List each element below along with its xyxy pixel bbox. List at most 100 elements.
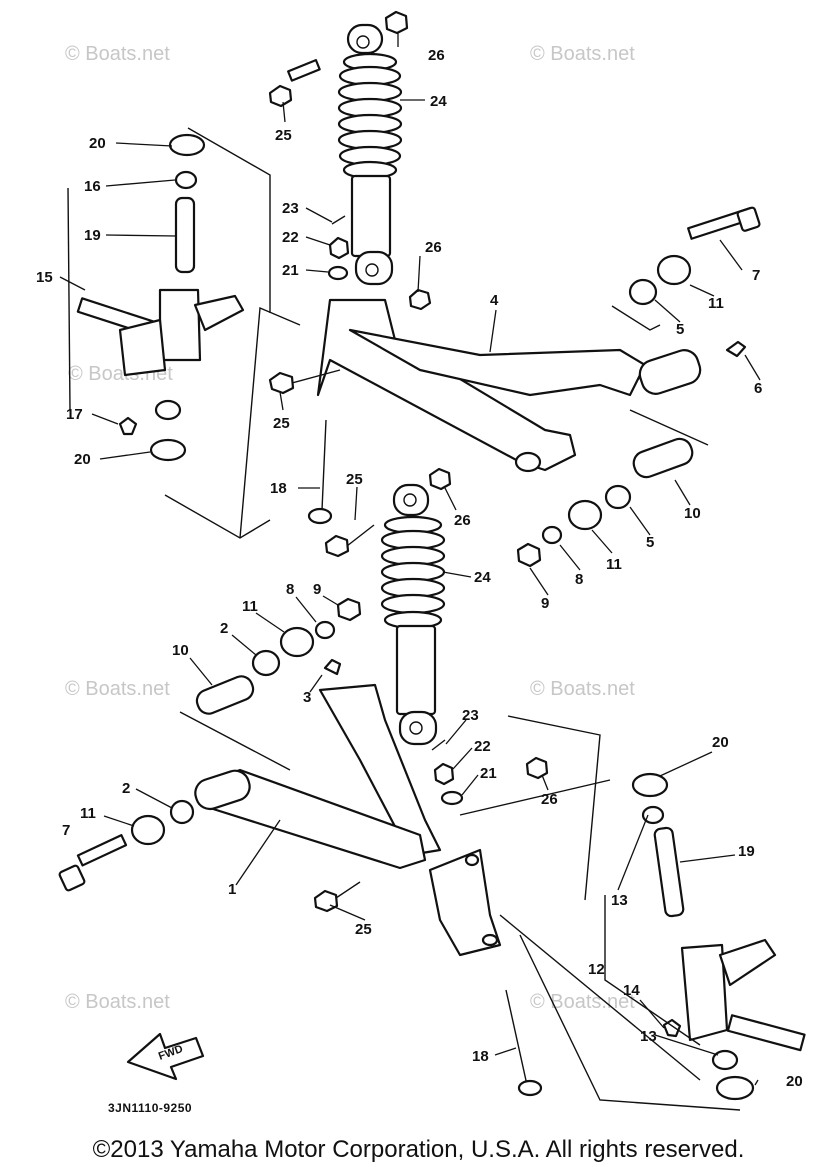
- callout-25: 25: [275, 127, 292, 144]
- bolt-7-lower: [58, 834, 128, 892]
- collar-10-lower: [195, 675, 255, 715]
- callout-24: 24: [474, 569, 491, 586]
- callout-21: 21: [480, 765, 497, 782]
- group-brackets: [67, 127, 741, 1111]
- callout-3: 3: [303, 689, 311, 706]
- callout-10: 10: [172, 642, 189, 659]
- callout-23: 23: [282, 200, 299, 217]
- callout-13: 13: [611, 892, 628, 909]
- a-arm-upper: [316, 298, 702, 473]
- callout-11: 11: [80, 805, 96, 822]
- washer-11-lower-b: [130, 814, 166, 846]
- callout-2: 2: [220, 620, 228, 637]
- washer-8-upper: [541, 525, 563, 545]
- callout-5: 5: [646, 534, 654, 551]
- shock-absorber-upper: [337, 23, 403, 286]
- callout-26: 26: [428, 47, 445, 64]
- callout-22: 22: [282, 229, 299, 246]
- bolt-25-upper-mid: [268, 369, 341, 395]
- bolt-18-lower: [505, 989, 528, 1086]
- callout-24: 24: [430, 93, 447, 110]
- bushing-2-lower-a: [251, 649, 281, 677]
- callout-20: 20: [712, 734, 729, 751]
- nut-26-lower: [525, 756, 549, 780]
- callout-19: 19: [84, 227, 101, 244]
- callout-5: 5: [676, 321, 684, 338]
- callout-11: 11: [606, 556, 622, 573]
- bolt-25-upper-top: [268, 59, 321, 108]
- callout-23: 23: [462, 707, 479, 724]
- watermark-bottom-left: © Boats.net: [65, 991, 170, 1013]
- forward-arrow-icon: FWD: [126, 1032, 205, 1081]
- nut-9-upper: [516, 542, 542, 568]
- bolt-18-upper-head: [307, 507, 333, 525]
- nut-22-upper: [328, 236, 350, 260]
- bolt-7-upper: [687, 206, 761, 240]
- callout-21: 21: [282, 262, 299, 279]
- callout-4: 4: [490, 292, 499, 309]
- grease-nipple-3: [323, 658, 342, 676]
- callout-8: 8: [575, 571, 583, 588]
- watermark-top-right: © Boats.net: [530, 43, 635, 65]
- callout-19: 19: [738, 843, 755, 860]
- callout-11: 11: [708, 295, 724, 312]
- watermark-top-left: © Boats.net: [65, 43, 170, 65]
- callout-17: 17: [66, 406, 83, 423]
- bolt-25-lower: [313, 881, 361, 913]
- callout-6: 6: [754, 380, 762, 397]
- callout-18: 18: [270, 480, 287, 497]
- callout-numbers: 20 16 19 15 17 20 18 25 24 26 26 23 22 2…: [36, 47, 803, 1090]
- bolt-18-upper: [321, 419, 327, 511]
- washer-11-upper: [656, 254, 692, 286]
- callout-26: 26: [425, 239, 442, 256]
- callout-2: 2: [122, 780, 130, 797]
- bushing-2-lower-b: [169, 799, 195, 825]
- callout-7: 7: [62, 822, 70, 839]
- callout-12: 12: [588, 961, 605, 978]
- bushing-5-upper-b: [604, 484, 632, 510]
- watermark-lower-left: © Boats.net: [65, 678, 170, 700]
- callout-9: 9: [313, 581, 321, 598]
- callout-15: 15: [36, 269, 53, 286]
- callout-7: 7: [752, 267, 760, 284]
- diagram-code: 3JN1110-9250: [108, 1101, 192, 1115]
- washer-11-lower-a: [279, 626, 315, 658]
- nut-26-upper-mid: [408, 288, 432, 311]
- callout-20: 20: [786, 1073, 803, 1090]
- callout-16: 16: [84, 178, 101, 195]
- nut-26-lower-top: [428, 467, 452, 491]
- bolt-18-lower-head: [517, 1079, 543, 1097]
- callout-26: 26: [454, 512, 471, 529]
- nut-9-lower: [336, 597, 362, 622]
- watermark-lower-right: © Boats.net: [530, 678, 635, 700]
- nut-26-upper-top: [384, 10, 409, 35]
- pin-23-upper: [331, 215, 346, 225]
- callout-10: 10: [684, 505, 701, 522]
- callout-25: 25: [346, 471, 363, 488]
- callout-1: 1: [228, 881, 236, 898]
- callout-20: 20: [74, 451, 91, 468]
- callout-26: 26: [541, 791, 558, 808]
- bolt-25-lower-top: [324, 524, 375, 558]
- washer-21-lower: [440, 790, 464, 806]
- washer-8-lower: [314, 620, 336, 640]
- callout-9: 9: [541, 595, 549, 612]
- leader-lines: [59, 32, 761, 1086]
- copyright-notice: ©2013 Yamaha Motor Corporation, U.S.A. A…: [92, 1136, 745, 1163]
- callout-11: 11: [242, 598, 258, 615]
- callout-8: 8: [286, 581, 294, 598]
- collar-10-upper: [632, 437, 694, 479]
- callout-14: 14: [623, 982, 640, 999]
- callout-25: 25: [355, 921, 372, 938]
- grease-nipple-6: [725, 340, 747, 358]
- shock-absorber-lower: [380, 483, 446, 746]
- callout-22: 22: [474, 738, 491, 755]
- washer-11-upper-b: [567, 499, 603, 531]
- pin-23-lower: [431, 739, 446, 751]
- bushing-5-upper-a: [628, 278, 658, 306]
- watermark-bottom-right: © Boats.net: [530, 991, 635, 1013]
- callout-25: 25: [273, 415, 290, 432]
- callout-20: 20: [89, 135, 106, 152]
- nut-22-lower: [433, 762, 455, 786]
- washer-21-upper: [327, 265, 349, 281]
